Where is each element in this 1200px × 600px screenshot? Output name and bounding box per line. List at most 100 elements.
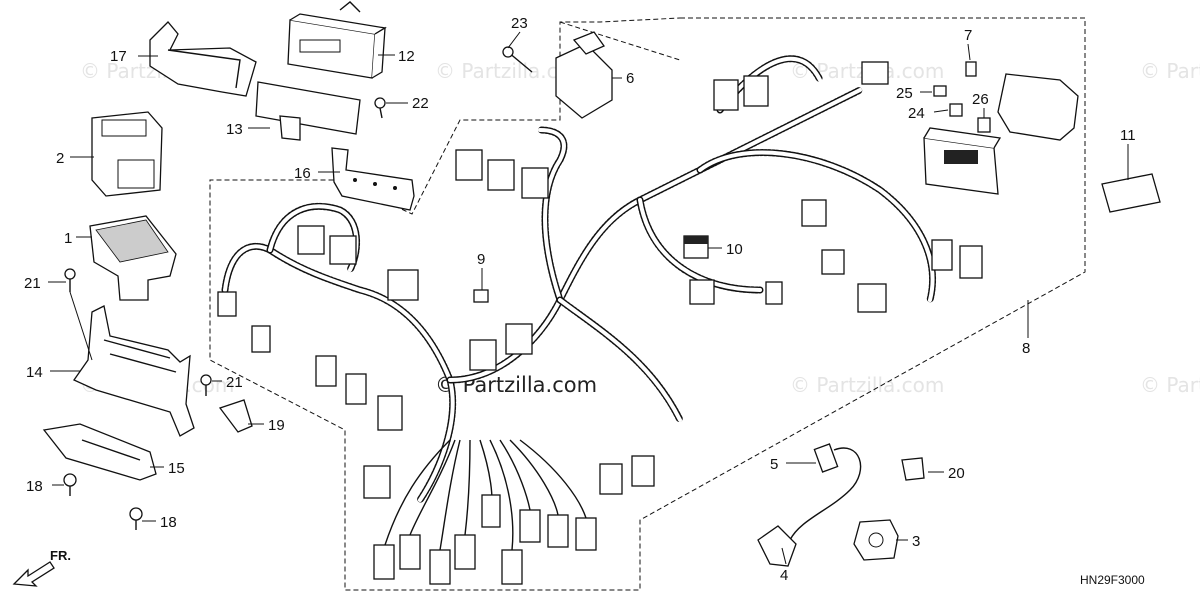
connector <box>959 245 983 279</box>
connector <box>454 534 476 570</box>
connector <box>373 544 395 580</box>
part-22-bolt[interactable] <box>374 97 386 119</box>
connector <box>297 225 325 255</box>
connector <box>387 269 419 301</box>
callout-24[interactable]: 24 <box>908 105 925 122</box>
front-arrow-icon <box>12 561 55 587</box>
lower-connector-fan <box>373 439 597 585</box>
connector <box>861 61 889 85</box>
callout-12[interactable]: 12 <box>398 48 415 65</box>
diagram-code: HN29F3000 <box>1080 573 1145 587</box>
part-17-cover[interactable] <box>149 21 257 97</box>
part-24-clip[interactable] <box>949 103 963 117</box>
callout-23[interactable]: 23 <box>511 15 528 32</box>
connector <box>713 79 739 111</box>
connector <box>469 339 497 371</box>
callout-3[interactable]: 3 <box>912 533 920 550</box>
part-4-plug[interactable] <box>757 525 797 567</box>
connector <box>251 325 271 353</box>
connector <box>505 323 533 355</box>
part-1-relay[interactable] <box>89 215 177 301</box>
part-23-bolt[interactable] <box>502 46 533 73</box>
connector <box>363 465 391 499</box>
connector <box>501 549 523 585</box>
connector <box>487 159 515 191</box>
callout-19[interactable]: 19 <box>268 417 285 434</box>
callout-8[interactable]: 8 <box>1022 340 1030 357</box>
callout-5[interactable]: 5 <box>770 456 778 473</box>
part-15-cover-plate[interactable] <box>42 423 157 481</box>
callout-2[interactable]: 2 <box>56 150 64 167</box>
connector <box>329 235 357 265</box>
callout-13[interactable]: 13 <box>226 121 243 138</box>
callout-14[interactable]: 14 <box>26 364 43 381</box>
front-direction-marker: FR. <box>12 548 71 587</box>
callout-20[interactable]: 20 <box>948 465 965 482</box>
callout-9[interactable]: 9 <box>477 251 485 268</box>
callout-4[interactable]: 4 <box>780 567 788 584</box>
leader-lines <box>48 31 1129 565</box>
callout-17[interactable]: 17 <box>110 48 127 65</box>
connector <box>575 517 597 551</box>
part-12-control-module[interactable] <box>287 1 387 79</box>
callout-11[interactable]: 11 <box>1120 127 1136 144</box>
connector <box>519 509 541 543</box>
callout-15[interactable]: 15 <box>168 460 185 477</box>
callout-18-left[interactable]: 18 <box>26 478 43 495</box>
callout-10[interactable]: 10 <box>726 241 743 258</box>
watermark: © Partzilla.com <box>1140 59 1200 83</box>
relay-box-housing[interactable] <box>923 73 1079 195</box>
part-25-clip[interactable] <box>933 85 947 97</box>
part-2-fuse-box[interactable] <box>91 111 163 197</box>
part-11-label[interactable] <box>1101 173 1161 213</box>
callout-18-right[interactable]: 18 <box>160 514 177 531</box>
connector <box>547 514 569 548</box>
connector <box>599 463 623 495</box>
front-label: FR. <box>50 548 71 563</box>
part-7-clip[interactable] <box>965 61 977 77</box>
callout-6[interactable]: 6 <box>626 70 634 87</box>
connector <box>743 75 769 107</box>
connector <box>481 494 501 528</box>
connector <box>399 534 421 570</box>
part-26-clip[interactable] <box>977 117 991 133</box>
connector <box>631 455 655 487</box>
part-14-mount-bracket[interactable] <box>73 305 195 437</box>
part-21-bolt-upper[interactable] <box>64 268 76 292</box>
watermark: © Partzilla.com <box>1140 373 1200 397</box>
callout-labels: 17 12 13 22 16 2 1 21 14 21 19 15 18 18 … <box>24 15 1136 584</box>
callout-25[interactable]: 25 <box>896 85 913 102</box>
callout-1[interactable]: 1 <box>64 230 72 247</box>
callout-21-lower[interactable]: 21 <box>226 374 243 391</box>
ecu-group-outline <box>559 21 681 61</box>
callout-21-upper[interactable]: 21 <box>24 275 41 292</box>
callout-22[interactable]: 22 <box>412 95 429 112</box>
connector <box>765 281 783 305</box>
callout-16[interactable]: 16 <box>294 165 311 182</box>
part-9-connector[interactable] <box>473 289 489 303</box>
callout-7[interactable]: 7 <box>964 27 972 44</box>
connector <box>857 283 887 313</box>
part-16-bracket[interactable] <box>331 147 415 211</box>
connector <box>315 355 337 387</box>
harness-connectors <box>217 61 983 499</box>
connector <box>429 549 451 585</box>
connector <box>377 395 403 431</box>
connector <box>455 149 483 181</box>
connector <box>801 199 827 227</box>
part-18-screw-right[interactable] <box>129 507 143 530</box>
part-3-grommet[interactable] <box>853 519 899 561</box>
part-19-clip[interactable] <box>218 399 253 433</box>
part-6-ecu[interactable] <box>555 31 613 119</box>
connector <box>689 279 715 305</box>
part-5-sensor[interactable] <box>789 443 862 541</box>
part-20-terminal[interactable] <box>901 457 925 481</box>
part-13-module[interactable] <box>255 81 361 141</box>
connector <box>217 291 237 317</box>
connector <box>821 249 845 275</box>
part-21-bolt-lower[interactable] <box>200 374 212 396</box>
connector <box>521 167 549 199</box>
part-18-screw-left[interactable] <box>63 473 77 496</box>
part-10-relay[interactable] <box>683 235 709 259</box>
callout-26[interactable]: 26 <box>972 91 989 108</box>
